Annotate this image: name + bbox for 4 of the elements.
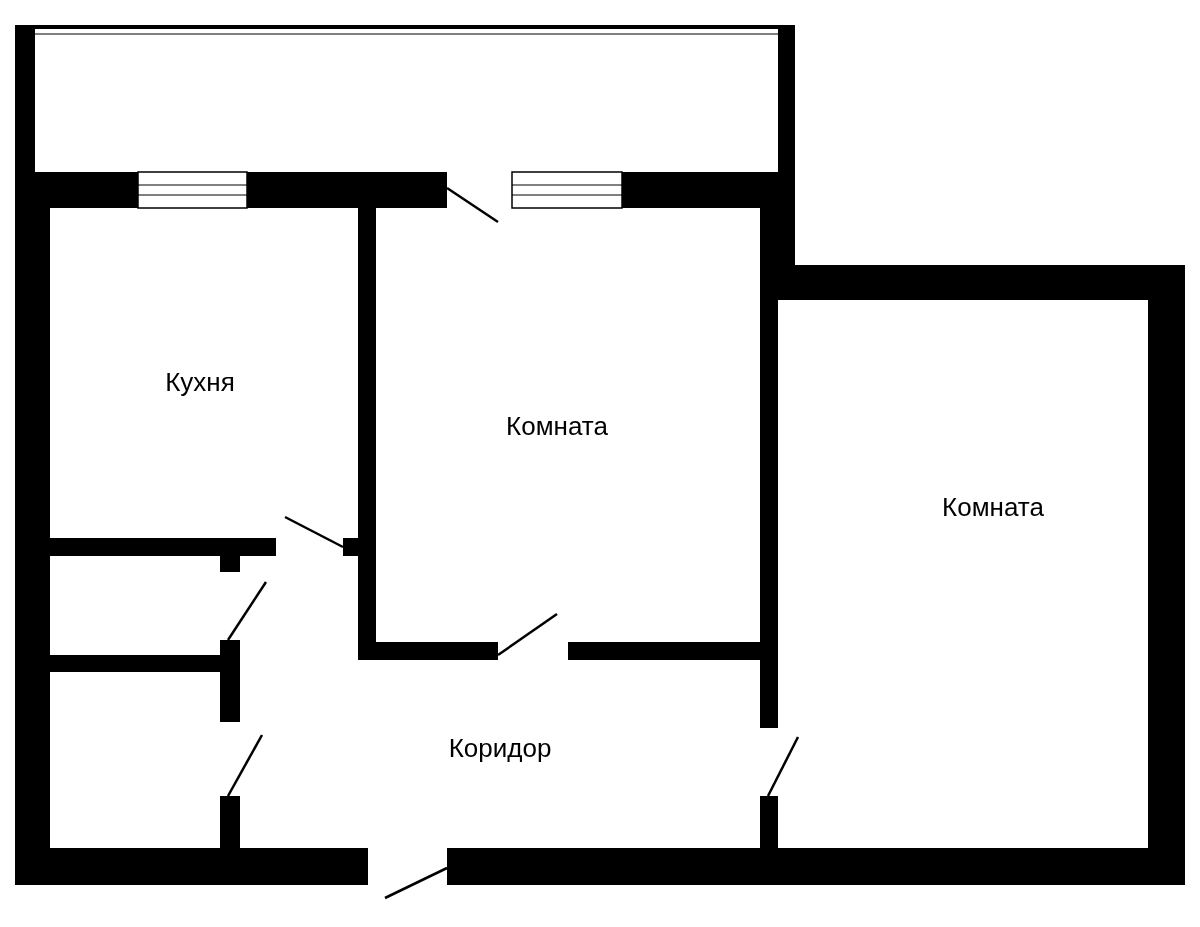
room-label: Комната [506, 410, 608, 442]
room-label: Кухня [165, 366, 235, 398]
room-label: Комната [942, 491, 1044, 523]
room-label: Коридор [448, 732, 552, 764]
